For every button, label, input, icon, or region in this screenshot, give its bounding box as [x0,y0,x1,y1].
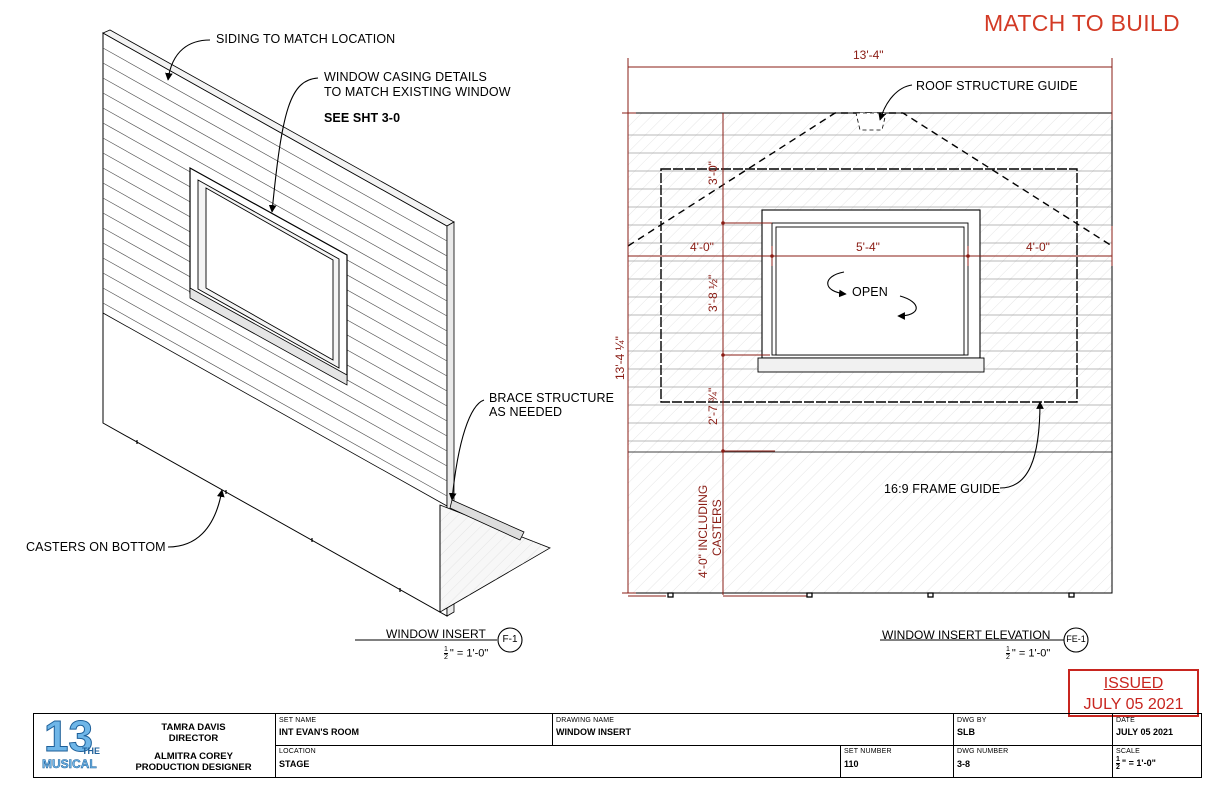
dim-sill-height: 2'-7 ¾" [706,387,720,425]
dim-window-width: 5'-4" [856,240,880,254]
tb-scale-denominator: 2 [1116,764,1120,771]
set-number-value: 110 [844,759,859,769]
casing-note-line-1: WINDOW CASING DETAILS [324,70,487,84]
casing-note-line-2: TO MATCH EXISTING WINDOW [324,85,511,99]
credits-cell: TAMRA DAVIS DIRECTOR ALMITRA COREY PRODU… [112,714,275,777]
title-block: 13 THE MUSICAL TAMRA DAVIS DIRECTOR ALMI… [33,712,1202,778]
logo-musical: MUSICAL [42,757,97,772]
show-logo: 13 THE MUSICAL [34,712,112,777]
director-name: TAMRA DAVIS [161,722,226,733]
dim-overall-height: 13'-4 ¼" [613,336,627,380]
frame-guide-note: 16:9 FRAME GUIDE [884,482,1001,496]
tb-scale-text: " = 1'-0" [1121,757,1156,768]
window-insert-tag: F-1 [502,634,518,645]
set-name-value: INT EVAN'S ROOM [279,727,359,737]
dim-window-height: 3'-8 ½" [706,274,720,312]
dwg-number-value: 3-8 [957,759,971,769]
elevation-view-drawing [622,58,1113,653]
scale-label: SCALE [1116,748,1140,755]
drawing-name-value: WINDOW INSERT [556,727,631,737]
isometric-view-drawing [102,29,551,653]
dwg-number-label: DWG NUMBER [957,748,1009,755]
date-label: DATE [1116,717,1135,724]
dim-overall-width: 13'-4" [853,48,884,62]
frame-guide [660,168,1078,403]
roof-guide-note: ROOF STRUCTURE GUIDE [916,79,1078,93]
brace-note-line-2: AS NEEDED [489,405,563,419]
casters-note: CASTERS ON BOTTOM [26,540,166,554]
designer-name: ALMITRA COREY [154,751,233,762]
siding-note: SIDING TO MATCH LOCATION [216,32,396,46]
issued-label: ISSUED [1103,675,1164,692]
logo-number: 13 [44,712,94,762]
tb-scale-numerator: 1 [1116,756,1120,764]
dwg-by-value: SLB [957,727,975,737]
drawing-name-label: DRAWING NAME [556,717,615,724]
window-insert-elevation-title: WINDOW INSERT ELEVATION [882,628,1051,642]
scale-numerator: 1 [1006,646,1010,654]
dwg-by-label: DWG BY [957,717,987,724]
scale-text: " = 1'-0" [1011,647,1051,660]
designer-role: PRODUCTION DESIGNER [135,762,252,773]
scale-denominator: 2 [444,654,448,661]
issued-date: JULY 05 2021 [1083,696,1184,713]
dim-roof-height: 3'-0" [706,161,720,185]
see-sheet-note: SEE SHT 3-0 [324,111,401,125]
logo-the: THE [82,746,100,756]
director-role: DIRECTOR [168,733,219,744]
issued-stamp: ISSUED JULY 05 2021 [1068,669,1199,717]
set-name-label: SET NAME [279,717,317,724]
match-to-build-stamp: MATCH TO BUILD [984,10,1180,36]
scale-text: " = 1'-0" [449,647,489,660]
location-label: LOCATION [279,748,316,755]
window-insert-title: WINDOW INSERT [386,627,486,641]
date-value: JULY 05 2021 [1116,727,1174,737]
scale-denominator: 2 [1006,654,1010,661]
open-note: OPEN [852,285,888,299]
dim-caster-height-line-1: 4'-0" INCLUDING [696,484,710,578]
set-number-label: SET NUMBER [844,748,892,755]
dim-left-width: 4'-0" [690,240,714,254]
location-value: STAGE [279,759,310,769]
dim-caster-height-line-2: CASTERS [710,499,724,556]
dim-right-width: 4'-0" [1026,240,1050,254]
window-insert-elevation-tag: FE-1 [1066,634,1086,644]
brace-note-line-1: BRACE STRUCTURE [489,391,615,405]
scale-numerator: 1 [444,646,448,654]
